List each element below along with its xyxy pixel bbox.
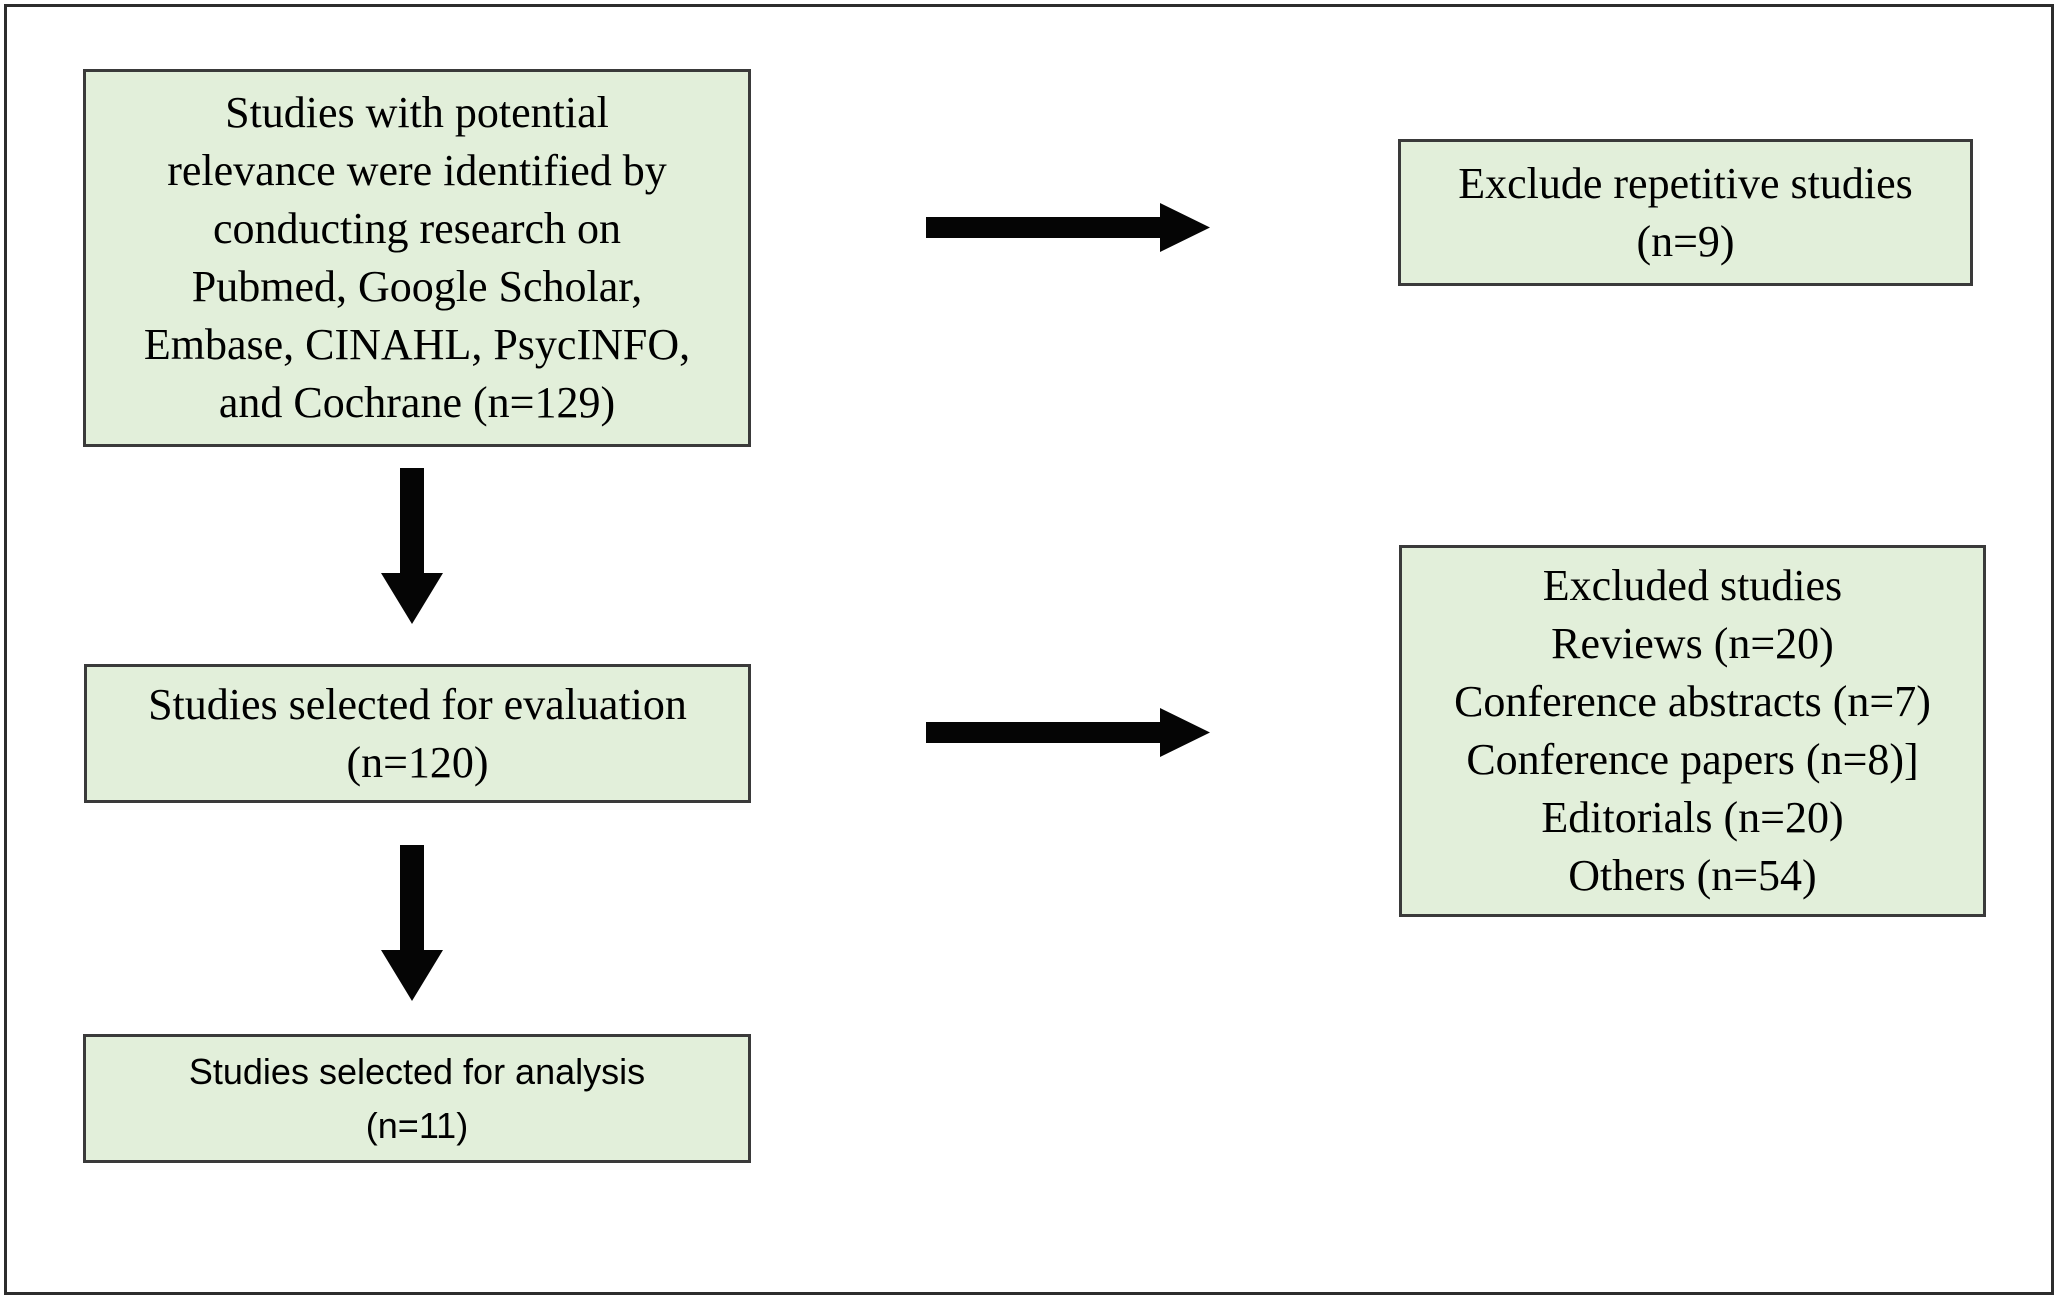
arrow-down-icon: [381, 845, 443, 1001]
box-line: (n=120): [346, 737, 489, 787]
box-line: (n=11): [365, 1104, 469, 1146]
box-evaluation: Studies selected for evaluation (n=120): [84, 664, 751, 803]
box-line: Studies selected for evaluation: [148, 679, 687, 729]
box-line: (n=9): [1636, 216, 1735, 266]
diagram-frame: [4, 4, 2054, 1295]
box-analysis: Studies selected for analysis (n=11): [83, 1034, 751, 1163]
box-identification: Studies with potential relevance were id…: [83, 69, 751, 447]
box-line: Pubmed, Google Scholar,: [191, 262, 643, 311]
box-exclude-repetitive: Exclude repetitive studies (n=9): [1398, 139, 1973, 286]
box-line: Conference abstracts (n=7): [1454, 677, 1931, 726]
box-line: relevance were identified by: [167, 146, 667, 195]
arrow-down-icon: [381, 468, 443, 624]
box-line: Studies with potential: [225, 88, 609, 137]
box-line: Studies selected for analysis: [188, 1050, 646, 1092]
box-line: and Cochrane (n=129): [218, 378, 616, 427]
box-line: conducting research on: [212, 204, 622, 253]
box-line: Excluded studies: [1542, 561, 1843, 610]
box-line: Others (n=54): [1568, 851, 1817, 900]
box-line: Exclude repetitive studies: [1458, 158, 1913, 208]
arrow-right-icon: [926, 203, 1210, 252]
arrow-right-icon: [926, 708, 1210, 757]
box-line: Reviews (n=20): [1551, 619, 1834, 668]
box-excluded-studies: Excluded studies Reviews (n=20) Conferen…: [1399, 545, 1986, 917]
box-line: Editorials (n=20): [1541, 793, 1844, 842]
box-line: Conference papers (n=8)]: [1466, 735, 1919, 784]
box-line: Embase, CINAHL, PsycINFO,: [143, 320, 691, 369]
